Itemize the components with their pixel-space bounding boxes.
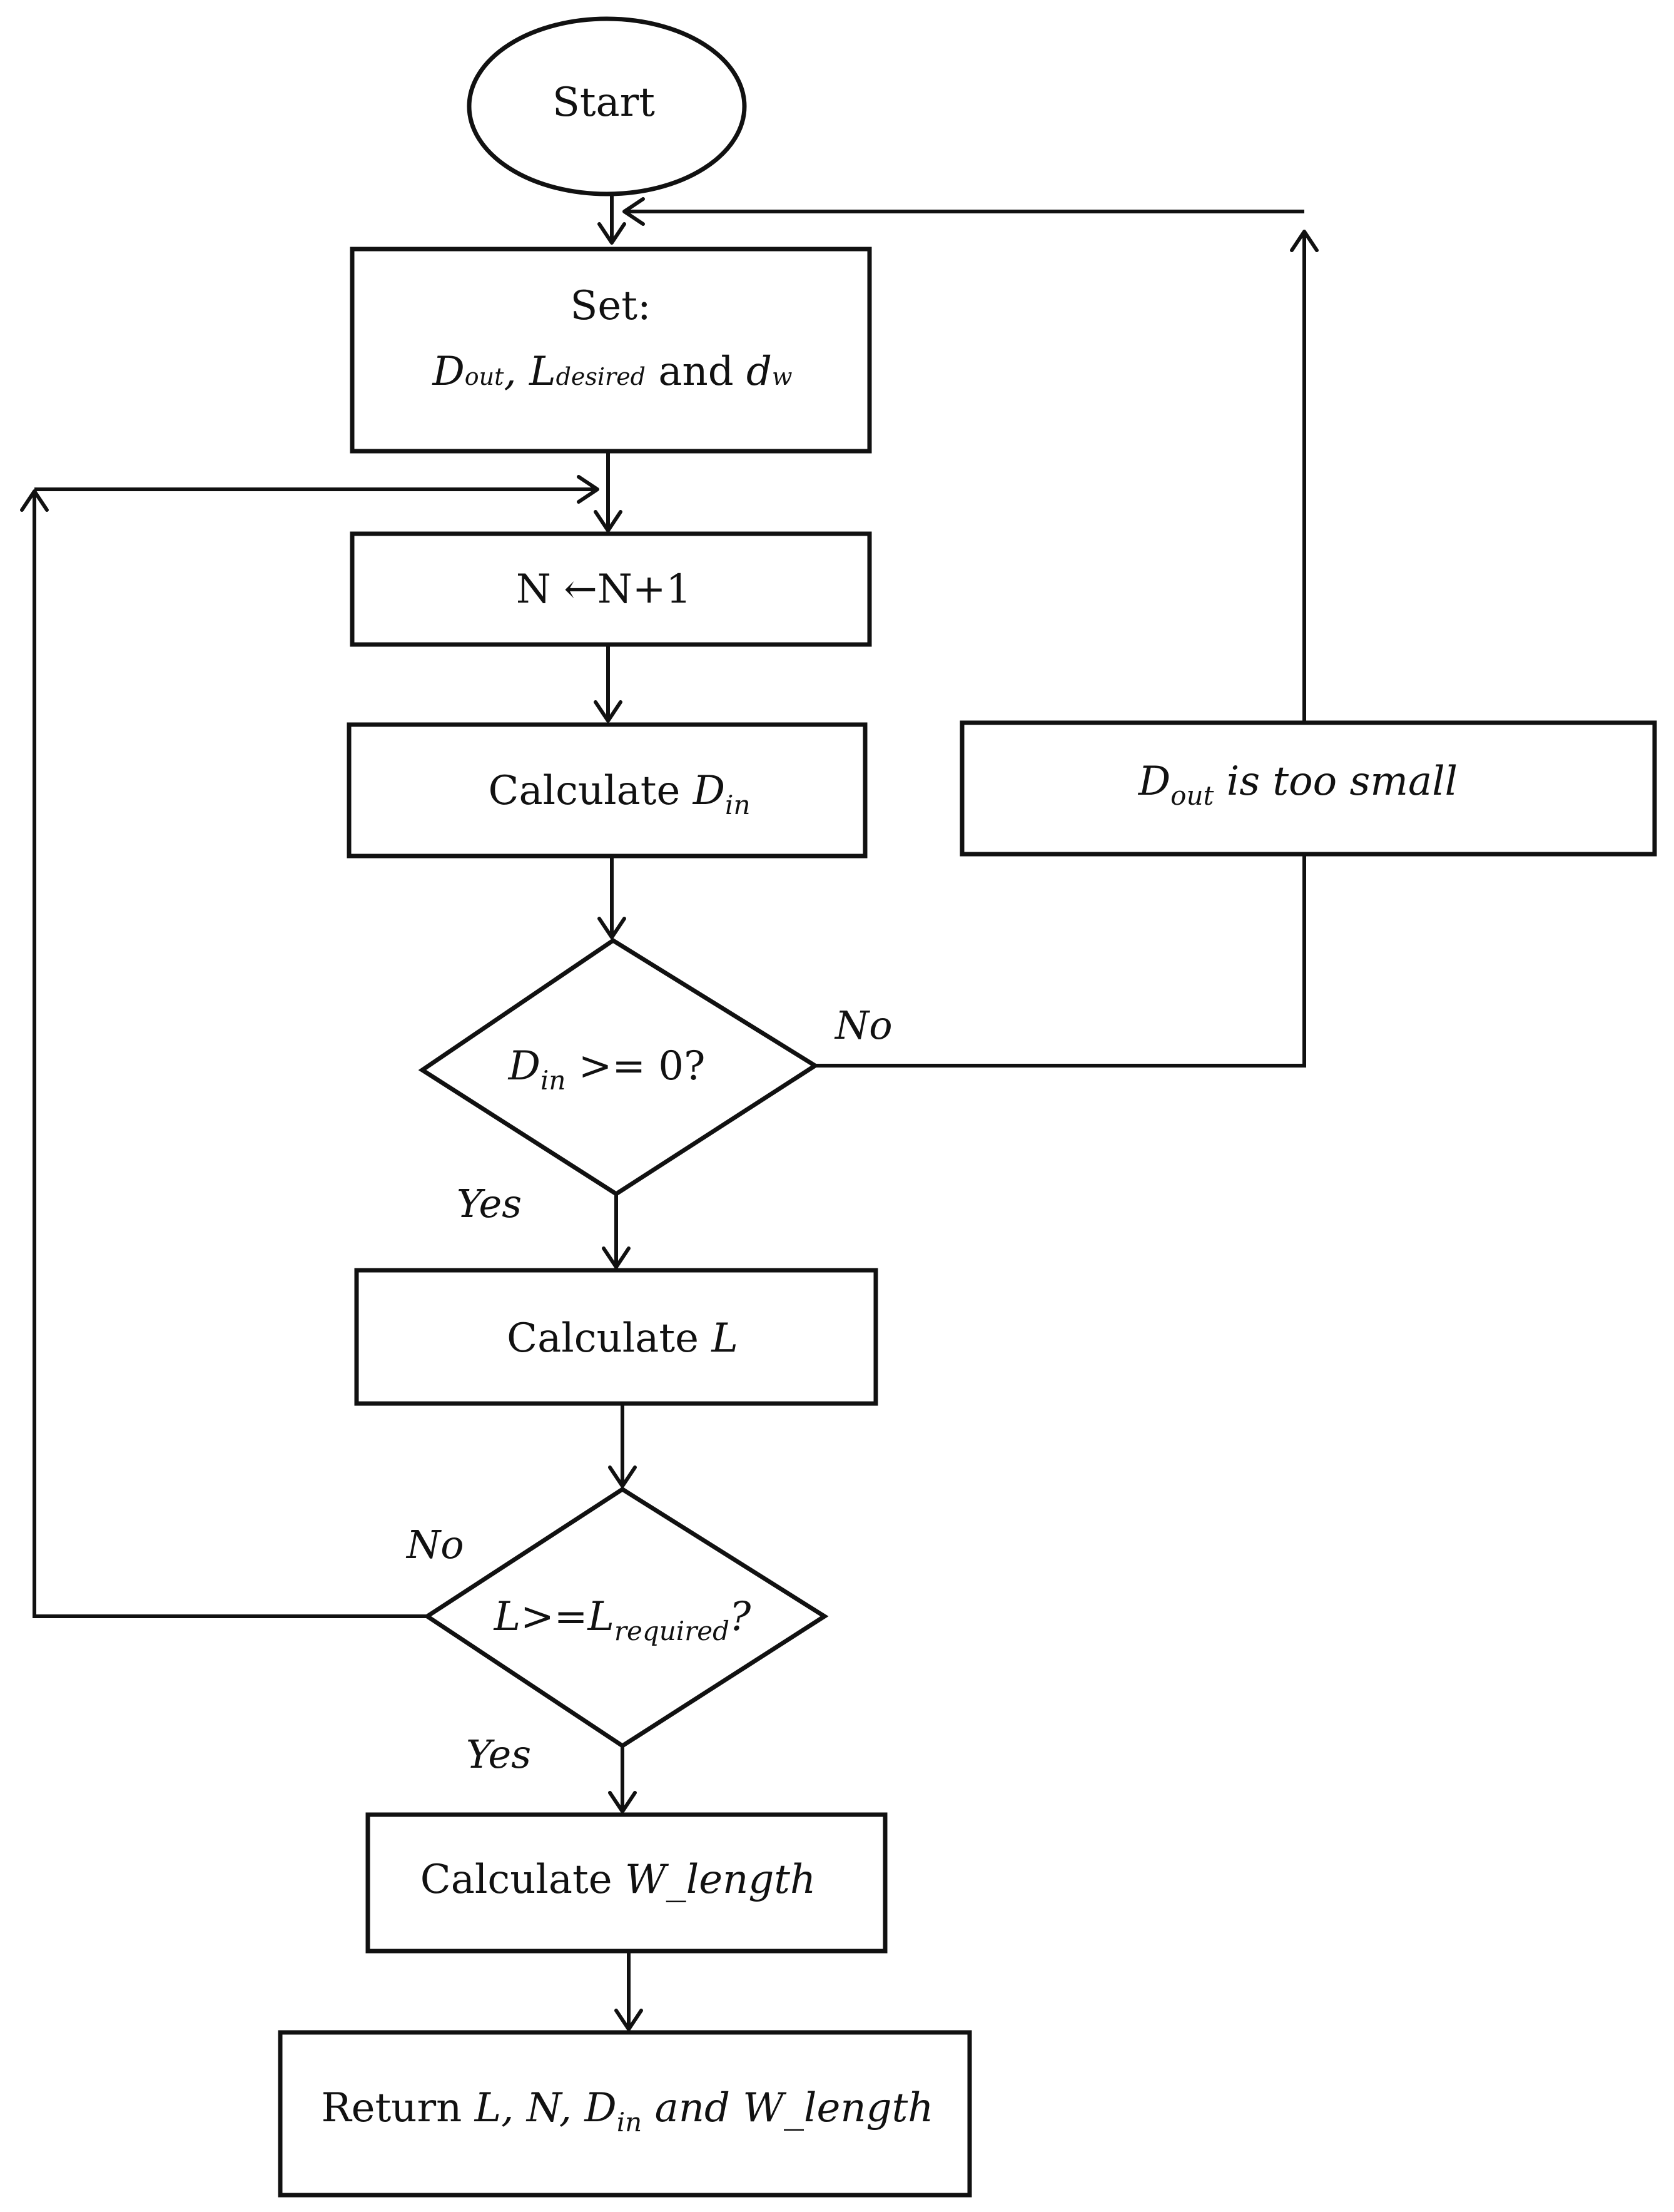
- check-din-label: Din >= 0?: [508, 1043, 706, 1096]
- check-din-decision: Din >= 0?: [418, 937, 819, 1197]
- start-node: Start: [467, 16, 747, 196]
- edge-label-l-yes: Yes: [466, 1731, 531, 1777]
- arrowhead-set-top-icon: [597, 222, 626, 245]
- arrowhead-check-din-top-icon: [597, 917, 626, 939]
- calc-l-label: Calculate L: [507, 1315, 738, 1362]
- increment-node: N ←N+1: [350, 531, 872, 647]
- arrowhead-calc-din-top-icon: [594, 700, 622, 723]
- calc-w-node: Calculate W_length: [365, 1812, 888, 1954]
- set-title: Set:: [571, 283, 651, 329]
- arrowhead-return-top-icon: [614, 2009, 643, 2031]
- arrowhead-too-small-up-icon: [1290, 230, 1319, 252]
- edge-label-din-yes: Yes: [457, 1181, 522, 1226]
- arrowhead-too-small-left-icon: [622, 197, 645, 226]
- calc-din-label: Calculate Din: [488, 768, 750, 820]
- edge-din-no: [815, 854, 1306, 1068]
- edge-l-no-loop: [33, 491, 427, 1618]
- arrowhead-check-l-top-icon: [608, 1465, 637, 1488]
- arrowhead-l-no-right-icon: [577, 475, 599, 504]
- increment-label: N ←N+1: [516, 566, 691, 613]
- start-label: Start: [552, 79, 655, 126]
- set-node: Set: Dout, Ldesired and dw: [350, 247, 872, 454]
- connectors: [20, 195, 1319, 2031]
- return-label: Return L, N, Din and W_length: [321, 2085, 933, 2138]
- calc-din-node: Calculate Din: [347, 722, 868, 859]
- edge-label-l-no: No: [405, 1522, 464, 1567]
- too-small-label: Dout is too small: [1138, 758, 1458, 811]
- arrowhead-increment-top-icon: [594, 510, 622, 533]
- arrowhead-calc-l-top-icon: [602, 1246, 631, 1269]
- check-l-decision: L>=Lrequired?: [423, 1486, 829, 1749]
- too-small-node: Dout is too small: [960, 720, 1657, 857]
- set-params: Dout, Ldesired and dw: [432, 349, 792, 395]
- return-node: Return L, N, Din and W_length: [278, 2030, 972, 2198]
- calc-l-node: Calculate L: [354, 1268, 878, 1406]
- arrowhead-calc-w-top-icon: [608, 1791, 637, 1813]
- calc-w-label: Calculate W_length: [420, 1857, 816, 1903]
- edge-label-din-no: No: [834, 1002, 893, 1048]
- check-l-label: L>=Lrequired?: [494, 1594, 751, 1646]
